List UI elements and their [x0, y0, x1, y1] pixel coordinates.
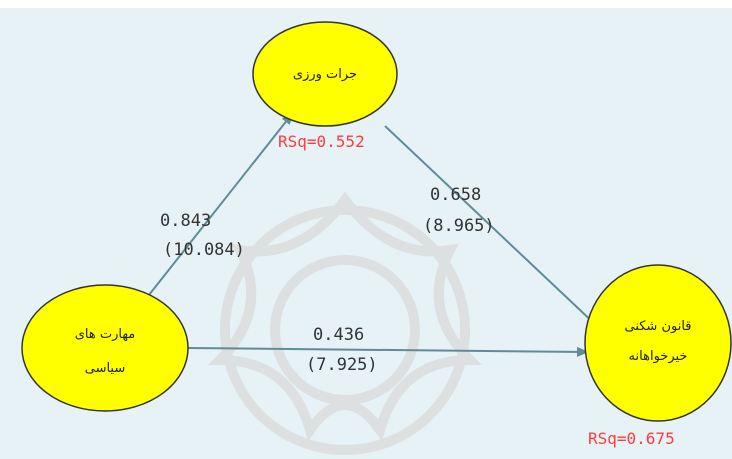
arrow-left-to-right [187, 346, 589, 357]
node-right-label-line2: خیرخواهانه [629, 349, 688, 364]
arrow-left-to-top [144, 112, 294, 301]
path-left-top-coef: 0.843 [160, 211, 211, 231]
node-right-label-line1: قانون شکنی [624, 319, 691, 334]
path-left-top-t: (10.084) [163, 240, 245, 260]
node-left-label-line1: مهارت های [75, 327, 136, 342]
path-left-right-coef: 0.436 [313, 325, 364, 345]
path-top-right-t: (8.965) [423, 216, 495, 236]
node-left-ellipse [21, 284, 189, 412]
node-top-ellipse [252, 21, 398, 127]
node-right: قانون شکنی خیرخواهانه [584, 264, 732, 422]
node-left-label-line2: سیاسی [85, 361, 126, 376]
node-left: مهارت های سیاسی [21, 284, 189, 412]
rsq-right-label: RSq=0.675 [588, 429, 675, 448]
path-top-right-coef: 0.658 [430, 185, 481, 205]
node-top-label: جرات ورزی [293, 67, 357, 82]
watermark-ornament [207, 191, 483, 455]
arrow-top-to-right [384, 125, 600, 329]
node-right-ellipse [584, 264, 732, 422]
node-top: جرات ورزی [252, 21, 398, 127]
rsq-top-label: RSq=0.552 [278, 132, 365, 151]
path-left-right-t: (7.925) [306, 355, 378, 375]
